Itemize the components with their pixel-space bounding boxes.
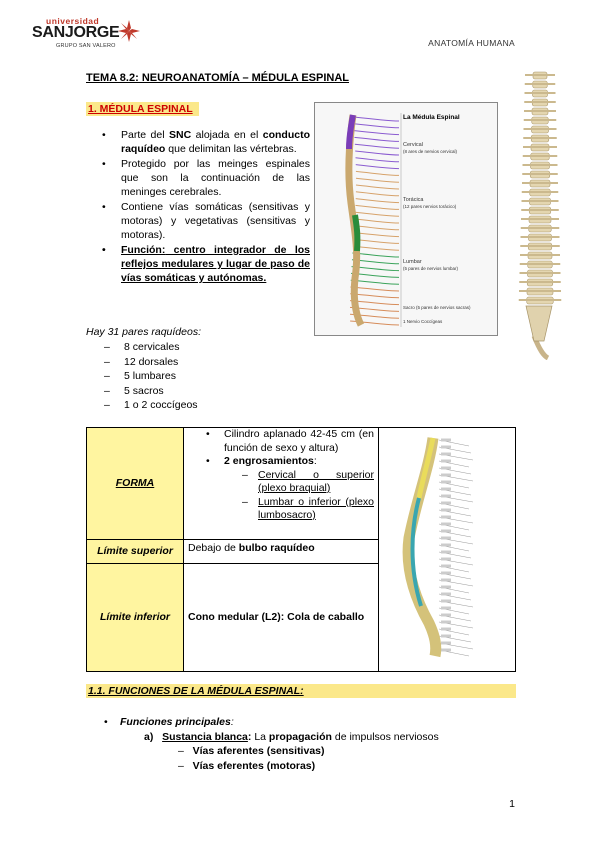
section11-highlight [86,684,516,698]
limite-inferior-label: Límite inferior [86,562,184,673]
funciones-bullet: • [104,716,108,728]
logo-line2: SANJORGE [32,24,120,41]
page-number: 1 [509,798,515,810]
svg-text:Torácica: Torácica [403,197,424,203]
limite-inferior-value: Cono medular (L2): Cola de caballo [183,562,379,673]
university-logo: universidad SANJORGE GRUPO SAN VALERO [32,16,142,50]
logo-star-icon [118,20,140,42]
funciones-principales: Funciones principales: [120,716,234,728]
section1-heading: 1. MÉDULA ESPINAL [88,103,193,115]
svg-text:(8 ares de nervios cervical): (8 ares de nervios cervical) [403,149,458,154]
table-row: FORMA •Cilindro aplanado 42-45 cm (en fu… [86,427,516,672]
bullet-funcion: Función: centro integrador de los reflej… [100,243,310,285]
subject-header: ANATOMÍA HUMANA [428,38,515,48]
bullet-vias: Contiene vías somáticas (sensitivas y mo… [100,200,310,242]
pair-item: 5 sacros [104,384,198,399]
svg-text:1 Nervio Coccígeas: 1 Nervio Coccígeas [403,319,443,324]
section1-bullets: Parte del SNC alojada en el conducto raq… [100,128,310,286]
pairs-note: Hay 31 pares raquídeos: [86,326,201,338]
limite-superior-label: Límite superior [86,538,184,564]
svg-text:Sacro (5 pares de nervios sacr: Sacro (5 pares de nervios sacras) [403,305,471,310]
svg-text:(5 pares de nervios lumbar): (5 pares de nervios lumbar) [403,266,459,271]
forma-label: FORMA [86,427,184,540]
spinal-cord-table: FORMA •Cilindro aplanado 42-45 cm (en fu… [86,427,516,673]
spinal-cord-figure: La Médula Espinal Cervical (8 ares de ne… [314,102,498,336]
limite-superior-value: Debajo de bulbo raquídeo [183,538,379,564]
figure-title: La Médula Espinal [403,114,460,121]
svg-text:Cervical: Cervical [403,142,423,148]
section1-highlight [86,102,199,116]
pair-item: 8 cervicales [104,340,198,355]
spine-drawing [518,71,562,361]
pair-item: 5 lumbares [104,369,198,384]
svg-text:(12 pares nervios torácico): (12 pares nervios torácico) [403,204,457,209]
vias-eferentes: – Vías eferentes (motoras) [178,760,316,772]
pair-item: 12 dorsales [104,355,198,370]
logo-line3: GRUPO SAN VALERO [56,43,116,49]
bullet-meninges: Protegido por las meinges espinales que … [100,157,310,199]
vertebrae-figure [402,437,474,658]
page-title: TEMA 8.2: NEUROANATOMÍA – MÉDULA ESPINAL [86,72,349,84]
vertebrae-figure-cell [378,427,516,672]
bullet-snc: Parte del SNC alojada en el conducto raq… [100,128,310,156]
vias-aferentes: – Vías aferentes (sensitivas) [178,745,325,757]
sustancia-blanca-item: a) Sustancia blanca: La propagación de i… [144,731,439,743]
pairs-list: 8 cervicales 12 dorsales 5 lumbares 5 sa… [104,340,198,413]
svg-text:Lumbar: Lumbar [403,259,422,265]
pair-item: 1 o 2 coccígeos [104,398,198,413]
spinal-cord-drawing: La Médula Espinal Cervical (8 ares de ne… [345,113,471,327]
logo-line1: universidad [46,16,100,26]
spine-illustration [504,66,576,361]
table-row: Límite inferior Cono medular (L2): Cola … [86,562,516,673]
forma-content: •Cilindro aplanado 42-45 cm (en función … [183,427,379,540]
section11-heading: 1.1. FUNCIONES DE LA MÉDULA ESPINAL: [88,685,304,697]
